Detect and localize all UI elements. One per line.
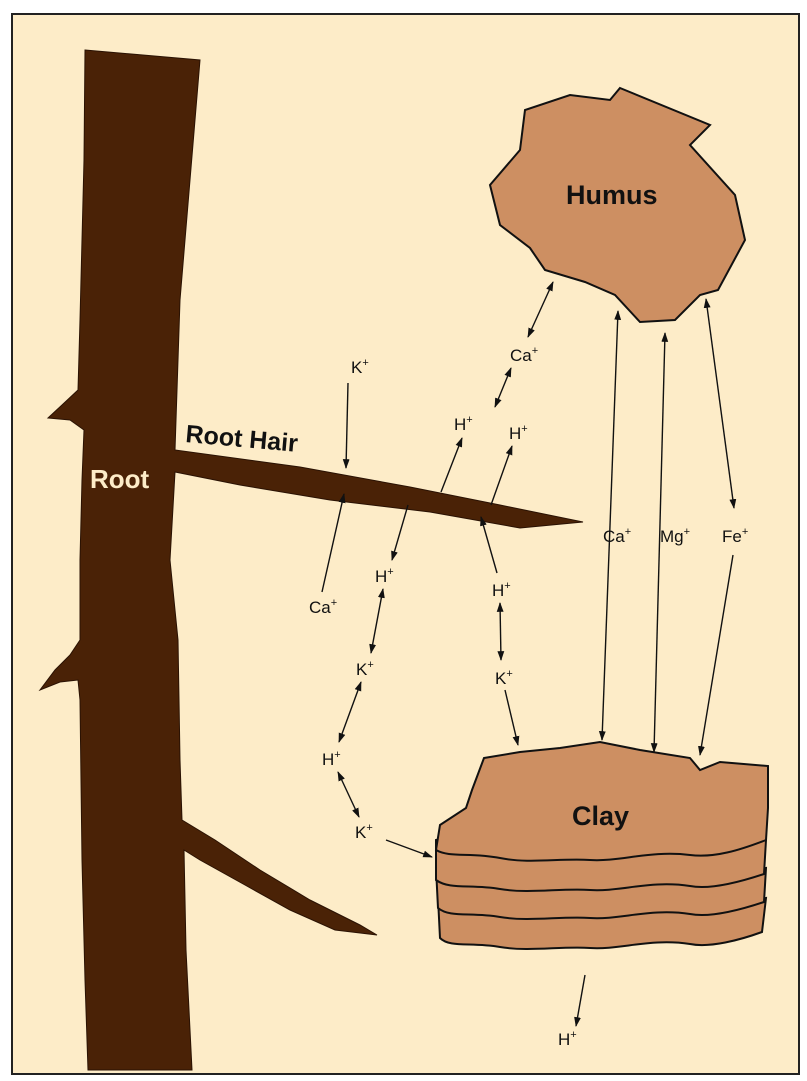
arrow-h-mid-right-k-mid-right <box>500 603 501 660</box>
root-label: Root <box>90 464 150 494</box>
clay-label: Clay <box>572 801 629 831</box>
humus-label: Humus <box>566 180 658 210</box>
